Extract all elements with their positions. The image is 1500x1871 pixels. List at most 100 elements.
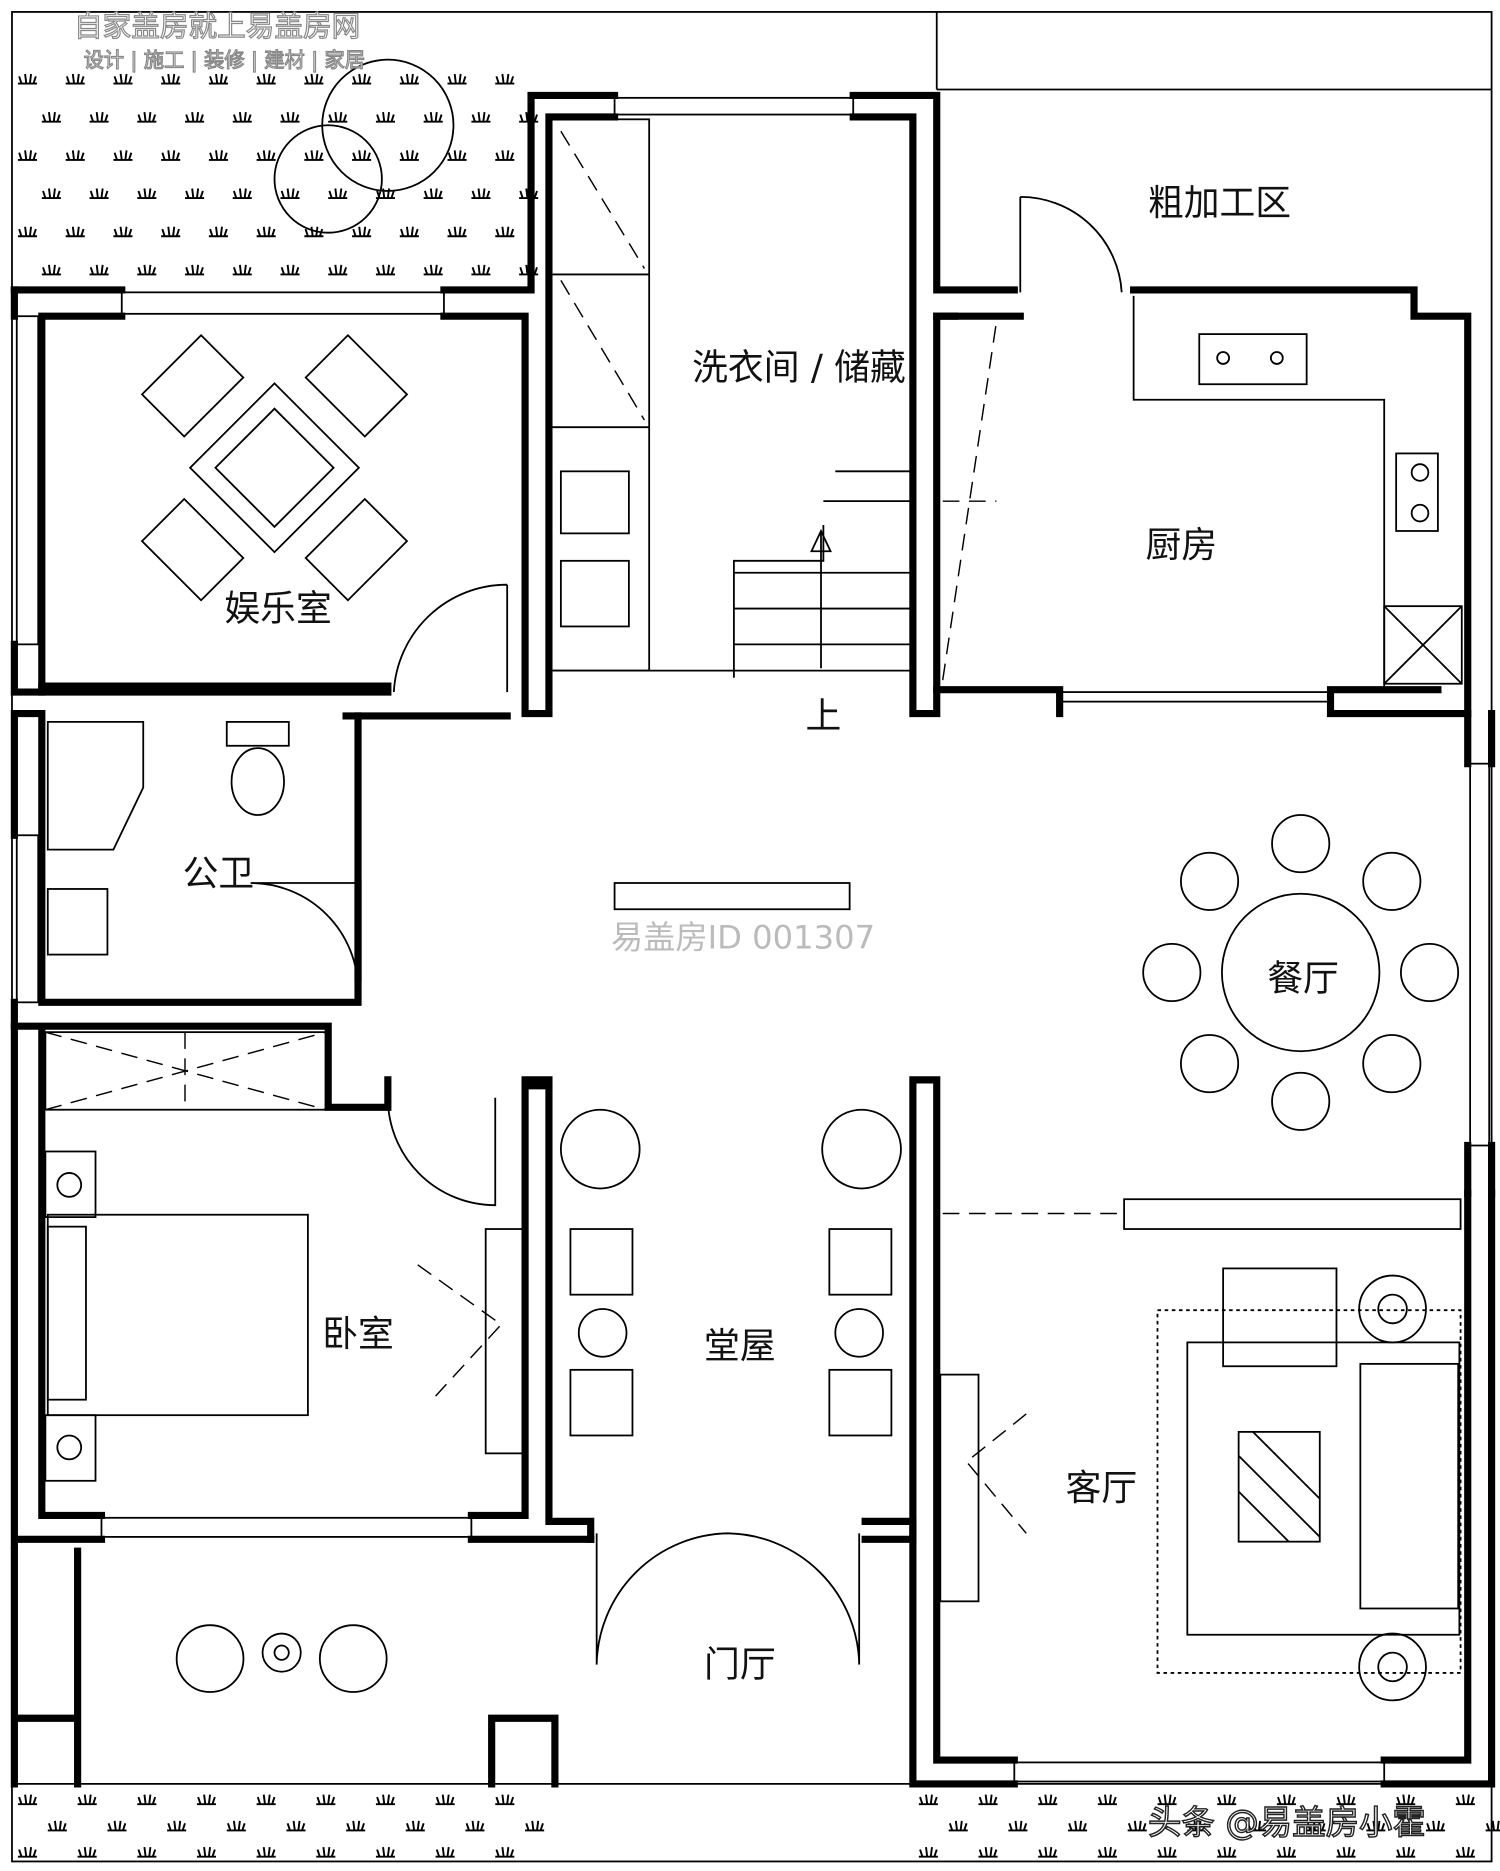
grass-mark <box>978 1794 998 1806</box>
grass-mark <box>1396 1794 1416 1806</box>
grass-mark <box>113 226 133 238</box>
grass-mark <box>137 1794 157 1806</box>
laundry-fixtures <box>550 118 913 678</box>
grass-mark <box>328 264 348 276</box>
grass-mark <box>286 1820 306 1832</box>
grass-mark <box>185 264 205 276</box>
grass-mark <box>399 73 419 85</box>
grass-mark <box>1097 1794 1117 1806</box>
grass-mark <box>256 150 276 161</box>
grass-mark <box>495 1794 515 1806</box>
watermark-top-line1: 自家盖房就上易盖房网 <box>74 9 360 43</box>
grass-mark <box>1217 1794 1237 1806</box>
grass-mark <box>1336 1847 1356 1858</box>
grass-mark <box>1157 1847 1177 1858</box>
grass-mark <box>405 1820 425 1832</box>
grass-mark <box>471 264 491 276</box>
grass-mark <box>316 1794 336 1806</box>
dining-chair <box>1142 942 1202 1003</box>
grass-mark <box>185 188 205 200</box>
grass-mark <box>280 264 300 276</box>
grass-mark <box>352 150 372 161</box>
grass-mark <box>137 1847 157 1858</box>
grass-mark <box>232 112 252 123</box>
grass-mark <box>208 150 228 161</box>
grass-mark <box>948 1820 968 1832</box>
grass-mark <box>65 226 85 238</box>
living-furniture <box>939 1198 1462 1702</box>
grass-mark <box>161 73 181 85</box>
grass-mark <box>495 73 515 85</box>
grass-mark <box>447 226 467 238</box>
grass-mark <box>1336 1794 1356 1806</box>
grass-mark <box>256 1847 276 1858</box>
kitchen-fixtures <box>942 295 1463 687</box>
bathroom-fixtures <box>46 721 290 956</box>
grass-mark <box>17 226 38 238</box>
grass-mark <box>1157 1794 1177 1806</box>
dining-chair <box>1180 1034 1240 1094</box>
grass-mark <box>1485 1820 1500 1832</box>
dining-chair <box>1362 1034 1422 1094</box>
grass-mark <box>137 112 157 123</box>
watermark-center: 易盖房ID 001307 <box>611 919 875 957</box>
site-lines <box>11 11 1493 1863</box>
grass-mark <box>525 1820 545 1832</box>
grass-mark <box>399 226 419 238</box>
dining-chair <box>1400 942 1460 1003</box>
grass-mark <box>256 73 276 85</box>
label-bedroom: 卧室 <box>322 1314 394 1355</box>
label-dining: 餐厅 <box>1267 958 1339 999</box>
label-hall: 堂屋 <box>704 1326 776 1367</box>
porch-furniture <box>175 1624 388 1693</box>
windows <box>15 96 1491 1783</box>
grass-mark <box>89 112 109 123</box>
grass-mark <box>304 226 324 238</box>
grass-mark <box>375 264 396 276</box>
label-entry: 门厅 <box>704 1645 776 1686</box>
grass-mark <box>304 150 324 161</box>
grass-mark <box>161 226 181 238</box>
grass-mark <box>1127 1820 1147 1832</box>
grass-mark <box>17 150 38 161</box>
grass-mark <box>226 1820 246 1832</box>
grass-mark <box>77 1794 97 1806</box>
grass-mark <box>918 1847 938 1858</box>
grass-mark <box>1425 1820 1446 1832</box>
grass-mark <box>47 1820 67 1832</box>
grass-mark <box>1455 1847 1475 1858</box>
grass-mark <box>1246 1820 1267 1832</box>
grass-mark <box>423 264 443 276</box>
grass-mark <box>89 188 109 200</box>
grass-mark <box>185 112 205 123</box>
dining-chair <box>1362 851 1422 911</box>
label-stairs-up: 上 <box>805 696 841 737</box>
grass-mark <box>137 264 157 276</box>
label-laundry-storage: 洗衣间 / 储藏 <box>692 347 906 388</box>
label-entertainment: 娱乐室 <box>224 588 331 629</box>
grass-mark <box>280 112 300 123</box>
grass-mark <box>465 1820 485 1832</box>
grass-mark <box>423 188 443 200</box>
grass-mark <box>1187 1820 1207 1832</box>
grass-mark <box>978 1847 998 1858</box>
label-bathroom: 公卫 <box>183 853 255 894</box>
grass-mark <box>447 73 467 85</box>
grass-mark <box>77 1847 97 1858</box>
grass-mark <box>113 150 133 161</box>
grass-mark <box>1306 1820 1326 1832</box>
grass-mark <box>375 188 396 200</box>
grass-mark <box>107 1820 127 1832</box>
grass-mark <box>1067 1820 1088 1832</box>
mahjong-table <box>140 334 409 602</box>
grass-mark <box>41 188 61 200</box>
grass-mark <box>435 1847 455 1858</box>
grass-mark <box>167 1820 187 1832</box>
grass-mark <box>256 226 276 238</box>
tree-icon <box>273 58 455 234</box>
grass-mark <box>232 264 252 276</box>
grass-mark <box>328 188 348 200</box>
grass-mark <box>447 150 467 161</box>
grass-mark <box>89 264 109 276</box>
